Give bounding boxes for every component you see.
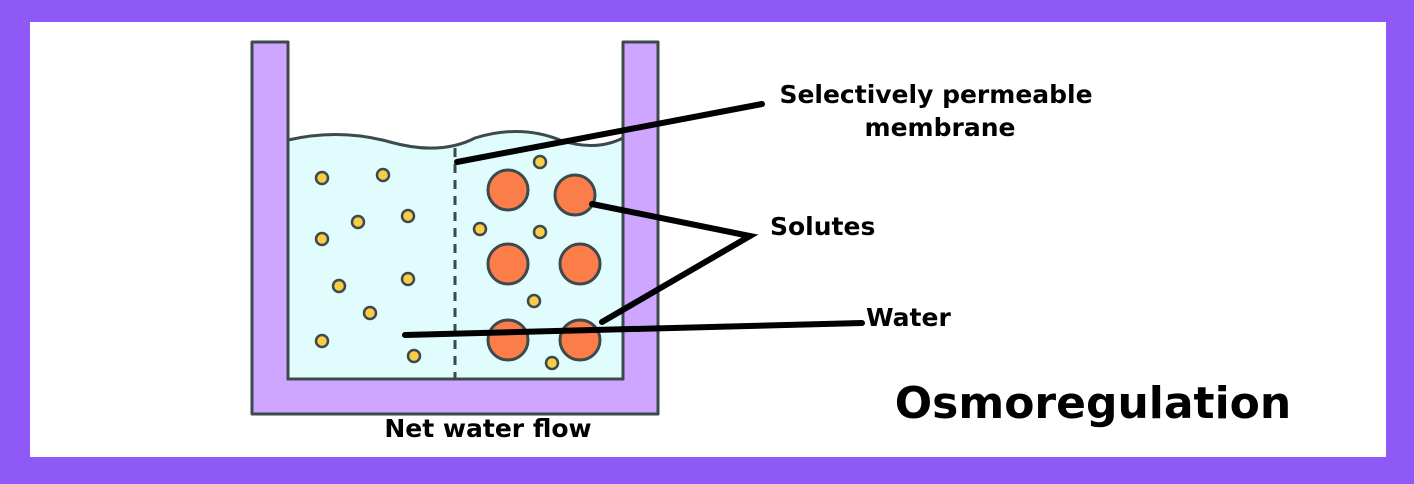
water-molecule-icon [400,208,416,224]
solute-icon [486,318,530,362]
water-molecule-icon [375,167,391,183]
water-leader [402,320,865,338]
page-title: Osmoregulation [895,378,1291,429]
water-molecule-icon [400,271,416,287]
water-molecule-icon [314,170,330,186]
solute-icon [486,242,530,286]
water-molecule-icon [526,293,542,309]
membrane-label-line1: Selectively permeable [779,80,1092,109]
water-label: Water [866,303,951,332]
solute-icon [553,173,597,217]
leader-lines [402,101,865,338]
solute-icon [558,242,602,286]
water-molecule-icon [314,231,330,247]
water-molecule-icon [362,305,378,321]
net-water-flow-label: Net water flow [384,414,591,443]
water-molecule-icon [331,278,347,294]
water-molecule-icon [350,214,366,230]
solute-icon [486,168,530,212]
solute-icon [558,318,602,362]
solutes-label: Solutes [770,212,875,241]
membrane-label-line2: membrane [865,113,1016,142]
water-molecule-icon [472,221,488,237]
water-molecule-icon [406,348,422,364]
water-molecule-icon [532,224,548,240]
water-molecules [314,154,560,371]
membrane-leader [454,101,765,165]
water-molecule-icon [544,355,560,371]
water-molecule-icon [314,333,330,349]
solutes-leader [589,201,759,325]
water-molecule-icon [532,154,548,170]
